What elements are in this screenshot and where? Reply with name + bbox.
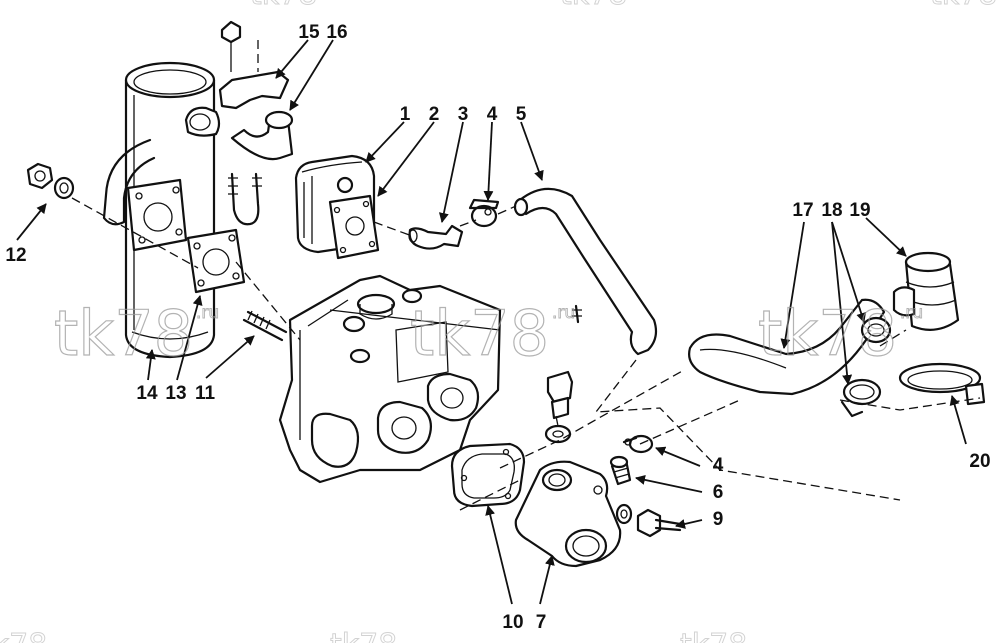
watermark-center: tk78 [410, 297, 549, 370]
callout-6: 6 [713, 482, 724, 503]
leader-lines [16, 39, 967, 605]
thermostat-housing-part-7 [514, 460, 622, 568]
callout-15: 15 [298, 22, 320, 43]
top-watermark-strip: tk78 tk78 tk78 [250, 0, 998, 13]
callout-9: 9 [713, 509, 724, 530]
temperature-sender [544, 304, 582, 444]
callout-19: 19 [849, 200, 870, 221]
hose-part-5 [513, 187, 658, 356]
callout-3: 3 [458, 104, 469, 125]
assembly-centre-lines [71, 197, 981, 511]
callout-2: 2 [429, 104, 440, 125]
watermark-left: tk78 [54, 297, 193, 370]
callout-10: 10 [502, 612, 523, 633]
gasket-part-13 [186, 228, 246, 294]
watermark-right: tk78 [758, 297, 897, 370]
svg-text:.ru: .ru [196, 303, 219, 323]
svg-text:tk78: tk78 [930, 0, 997, 12]
elbow-ubolt-part-16 [228, 110, 294, 226]
stud-part-11 [242, 310, 288, 342]
callout-12: 12 [5, 245, 26, 266]
callout-20: 20 [969, 451, 990, 472]
bolt-washer-part-9 [615, 503, 682, 538]
gasket-lower-part-10 [450, 442, 526, 508]
svg-text:tk78: tk78 [560, 0, 627, 12]
callout-18: 18 [821, 200, 842, 221]
svg-text:.ru: .ru [900, 303, 923, 323]
nut-washer-part-12 [26, 162, 75, 200]
callout-7: 7 [536, 612, 547, 633]
callout-1: 1 [400, 104, 411, 125]
svg-text:.ru: .ru [552, 303, 575, 323]
cover-plate-part-2 [328, 194, 380, 260]
elbow-fitting-part-3 [408, 224, 464, 250]
callout-13: 13 [165, 383, 186, 404]
svg-text:tk78: tk78 [250, 0, 317, 12]
callout-16: 16 [326, 22, 347, 43]
callout-4-top: 4 [487, 104, 498, 125]
watermarks: tk78 .ru tk78 .ru tk78 .ru [53, 296, 923, 370]
svg-text:tk78: tk78 [680, 628, 747, 643]
hose-clamp-top-part-4 [468, 198, 500, 228]
callout-17: 17 [792, 200, 813, 221]
exhaust-pipe-part-14 [102, 61, 216, 359]
svg-text:tk78: tk78 [330, 628, 397, 643]
cylinder-head [278, 274, 502, 484]
fitting-part-6 [609, 455, 632, 486]
callout-14: 14 [136, 383, 158, 404]
callout-4-lower: 4 [713, 455, 724, 476]
callout-5: 5 [516, 104, 527, 125]
connector-sleeve-part-19 [892, 251, 960, 331]
bottom-watermark-strip: tk78 tk78 tk78 [0, 628, 748, 643]
hose-clamp-lower-part-4 [622, 434, 654, 454]
callout-labels: 1 2 3 4 5 15 16 12 14 13 11 17 18 19 20 … [5, 22, 990, 633]
band-clamp-part-20 [898, 362, 986, 406]
large-hose-part-17 [688, 298, 886, 396]
callout-11: 11 [195, 383, 216, 404]
svg-text:tk78: tk78 [0, 628, 47, 643]
bracket-part-15 [184, 20, 290, 137]
